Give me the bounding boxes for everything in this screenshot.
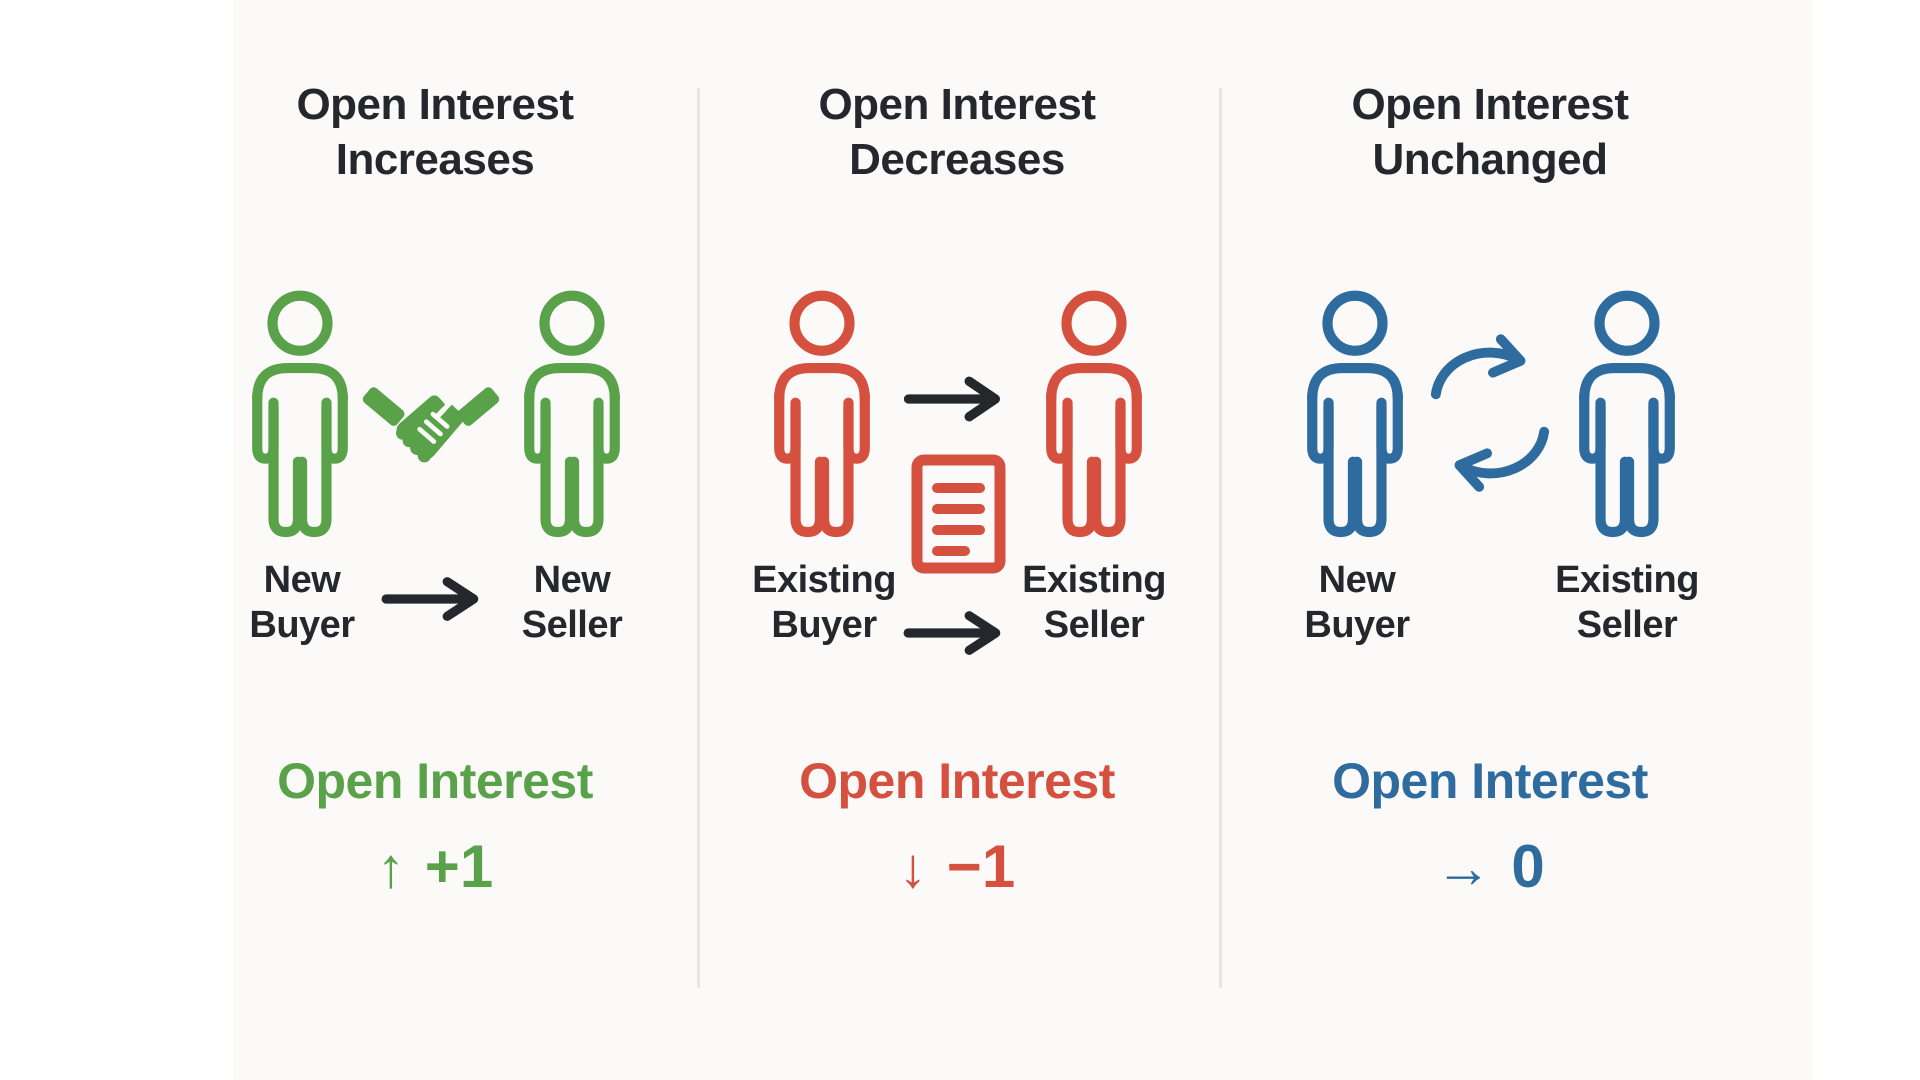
column-oi-increases: Open Interest Increases bbox=[200, 0, 670, 1080]
result-value-row: ↑ +1 bbox=[200, 832, 670, 901]
left-role-label: New Buyer bbox=[249, 559, 355, 646]
result-value: −1 bbox=[946, 833, 1016, 900]
cycle-arrows-icon bbox=[1426, 330, 1554, 496]
right-role-label: New Seller bbox=[521, 559, 623, 646]
left-role-label: Existing Buyer bbox=[752, 559, 896, 646]
arrow-right-icon bbox=[902, 610, 1014, 656]
result-title: Open Interest bbox=[799, 753, 1115, 809]
person-seller-icon bbox=[1571, 288, 1683, 554]
arrow-right-icon bbox=[380, 576, 492, 622]
column-oi-decreases: Open Interest Decreases bbox=[722, 0, 1192, 1080]
result-title: Open Interest bbox=[277, 753, 593, 809]
result-value: +1 bbox=[424, 833, 494, 900]
column-title: Open Interest Decreases bbox=[818, 80, 1096, 184]
person-buyer-icon bbox=[766, 288, 878, 554]
person-buyer-icon bbox=[1299, 288, 1411, 554]
right-role-label: Existing Seller bbox=[1022, 559, 1166, 646]
column-divider-2 bbox=[1219, 88, 1222, 988]
up-arrow-glyph: ↑ bbox=[376, 836, 405, 899]
result-value-row: ↓ −1 bbox=[722, 832, 1192, 901]
down-arrow-glyph: ↓ bbox=[898, 836, 927, 899]
result-value: 0 bbox=[1511, 833, 1545, 900]
right-role-label: Existing Seller bbox=[1555, 559, 1699, 646]
person-seller-icon bbox=[516, 288, 628, 554]
handshake-icon bbox=[360, 372, 502, 496]
person-seller-icon bbox=[1038, 288, 1150, 554]
content-background bbox=[233, 0, 1813, 1080]
column-title: Open Interest Unchanged bbox=[1351, 80, 1629, 184]
right-arrow-glyph: → bbox=[1435, 836, 1492, 899]
person-buyer-icon bbox=[244, 288, 356, 554]
left-role-label: New Buyer bbox=[1304, 559, 1410, 646]
arrow-right-icon bbox=[902, 373, 1014, 425]
result-value-row: → 0 bbox=[1255, 832, 1725, 901]
column-oi-unchanged: Open Interest Unchanged bbox=[1255, 0, 1725, 1080]
result-title: Open Interest bbox=[1332, 753, 1648, 809]
document-icon bbox=[911, 450, 1006, 578]
column-title: Open Interest Increases bbox=[296, 80, 574, 184]
column-divider-1 bbox=[697, 88, 700, 988]
